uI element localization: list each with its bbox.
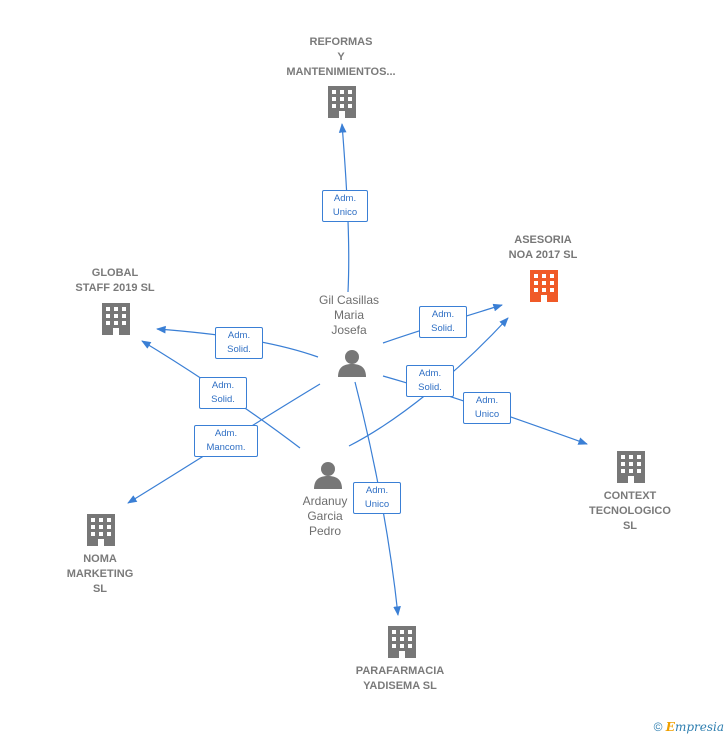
node-label-parafarmacia[interactable]: PARAFARMACIA YADISEMA SL <box>355 665 445 692</box>
node-label-reformas[interactable]: REFORMAS Y MANTENIMIENTOS... <box>286 36 396 78</box>
node-label-global[interactable]: GLOBAL STAFF 2019 SL <box>75 267 155 294</box>
edge-label-ardanuy-asesoria: Adm. Solid. <box>406 365 454 397</box>
brand-logo: Empresia <box>665 720 724 734</box>
brand-footer: © Empresia <box>654 720 724 734</box>
node-label-ardanuy[interactable]: Ardanuy Garcia Pedro <box>302 494 348 538</box>
node-label-gil[interactable]: Gil Casillas Maria Josefa <box>318 293 379 337</box>
building-icon-asesoria <box>530 270 558 302</box>
building-icon-global <box>102 303 130 335</box>
edge-label-gil-reformas: Adm. Unico <box>322 190 368 222</box>
node-label-noma[interactable]: NOMA MARKETING SL <box>66 553 134 595</box>
node-label-context[interactable]: CONTEXT TECNOLOGICO SL <box>589 490 671 532</box>
edge-label-gil-global: Adm. Solid. <box>215 327 263 359</box>
node-label-asesoria[interactable]: ASESORIA NOA 2017 SL <box>508 234 578 261</box>
building-icon-context <box>617 451 645 483</box>
person-icon-ardanuy <box>314 462 342 489</box>
edge-label-gil-context: Adm. Unico <box>463 392 511 424</box>
edge-label-gil-asesoria: Adm. Solid. <box>419 306 467 338</box>
person-icon-gil <box>338 350 366 377</box>
copyright-symbol: © <box>653 720 663 734</box>
building-icon-parafarmacia <box>388 626 416 658</box>
building-icon-reformas <box>328 86 356 118</box>
edge-label-ardanuy-global: Adm. Solid. <box>199 377 247 409</box>
building-icon-noma <box>87 514 115 546</box>
edge-label-gil-noma: Adm. Mancom. <box>194 425 258 457</box>
edge-label-gil-parafarmacia: Adm. Unico <box>353 482 401 514</box>
